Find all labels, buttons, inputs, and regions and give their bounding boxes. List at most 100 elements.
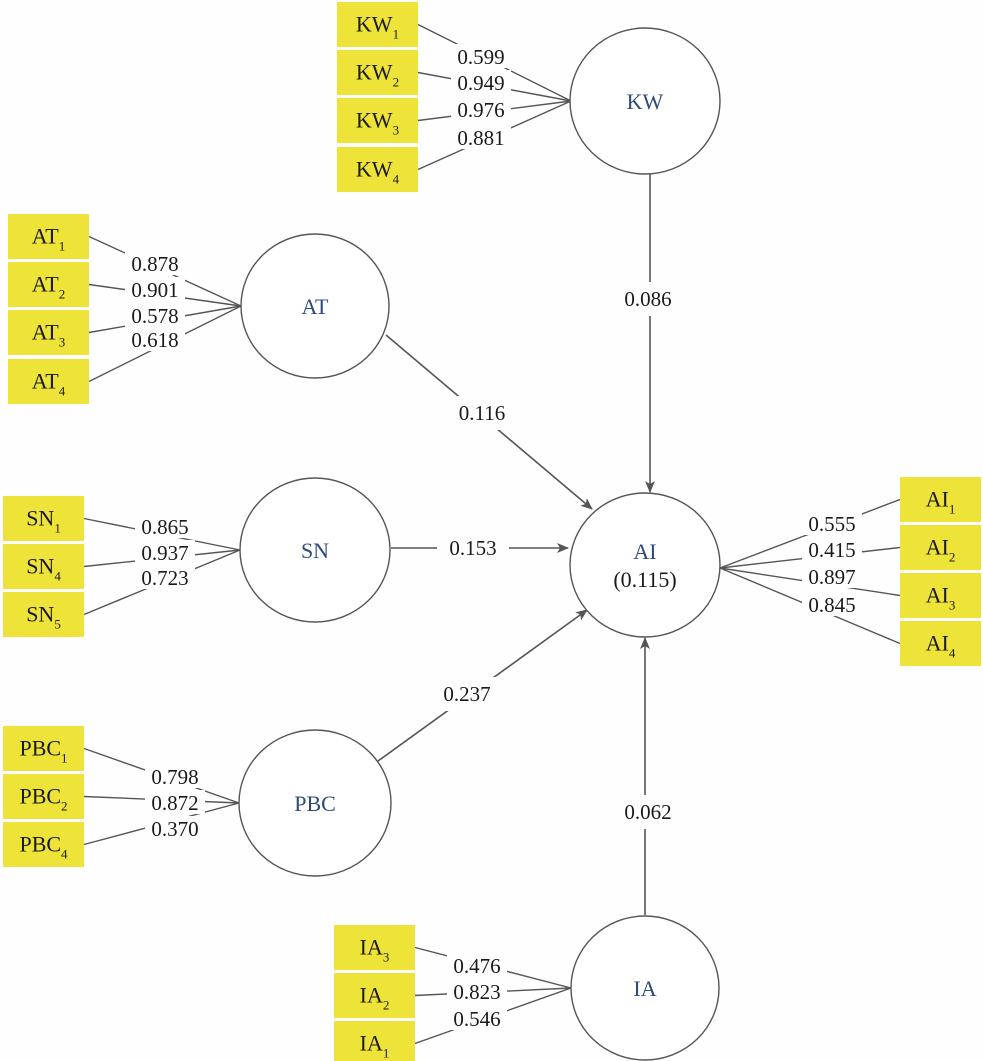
loading-label-bg bbox=[451, 44, 511, 68]
indicator-subscript: 1 bbox=[59, 239, 66, 254]
indicator-box-at4 bbox=[8, 359, 89, 404]
loading-label-bg bbox=[447, 953, 507, 977]
indicator-subscript: 5 bbox=[54, 617, 61, 632]
loading-value: 0.878 bbox=[131, 252, 178, 276]
nodes bbox=[3, 2, 981, 1061]
latent-variable-label: AI bbox=[633, 539, 656, 564]
indicator-subscript: 4 bbox=[61, 847, 68, 862]
indicator-label: PBC2 bbox=[19, 784, 67, 814]
indicator-name: AT bbox=[32, 320, 59, 345]
indicator-name: AI bbox=[926, 631, 949, 656]
indicator-name: AT bbox=[32, 224, 59, 249]
indicator-label: AI2 bbox=[926, 535, 956, 565]
indicator-box-at2 bbox=[8, 262, 89, 307]
loading-label-bg bbox=[125, 327, 185, 351]
indicator-box-ai3 bbox=[900, 573, 981, 618]
loading-value: 0.798 bbox=[151, 765, 198, 789]
indicator-subscript: 4 bbox=[59, 384, 66, 399]
loading-value: 0.881 bbox=[457, 126, 504, 150]
latent-variable-label: SN bbox=[301, 538, 329, 563]
indicator-subscript: 4 bbox=[949, 646, 956, 661]
indicator-label: AI3 bbox=[926, 583, 956, 613]
indicator-label: AT2 bbox=[32, 272, 65, 302]
indicator-label: IA3 bbox=[360, 935, 390, 965]
loading-value: 0.546 bbox=[453, 1007, 500, 1031]
indicator-label: SN5 bbox=[26, 602, 61, 632]
indicator-subscript: 3 bbox=[949, 598, 956, 613]
indicator-name: PBC bbox=[19, 784, 61, 809]
latent-variable-kw bbox=[569, 27, 721, 175]
indicator-subscript: 3 bbox=[59, 335, 66, 350]
loading-value: 0.823 bbox=[453, 980, 500, 1004]
path-coefficient-sn: 0.153 bbox=[449, 536, 496, 560]
indicator-subscript: 2 bbox=[59, 287, 66, 302]
indicator-box-at3 bbox=[8, 310, 89, 355]
loading-label-bg bbox=[135, 514, 195, 538]
indicator-box-kw2 bbox=[337, 50, 418, 95]
indicator-box-ia2 bbox=[334, 973, 415, 1018]
path-label-bg bbox=[612, 795, 684, 829]
indicator-name: KW bbox=[356, 108, 393, 133]
indicator-box-ai4 bbox=[900, 621, 981, 666]
loading-label-bg bbox=[125, 303, 185, 327]
indicator-name: AI bbox=[926, 535, 949, 560]
loading-label-bg bbox=[145, 790, 205, 814]
indicator-box-at1 bbox=[8, 214, 89, 259]
loading-label-bg bbox=[451, 70, 511, 94]
indicator-label: KW3 bbox=[356, 108, 399, 138]
latent-variable-ia bbox=[570, 915, 720, 1061]
path-coefficient-ia: 0.062 bbox=[624, 800, 671, 824]
label-backgrounds bbox=[125, 44, 862, 1030]
loading-value: 0.555 bbox=[808, 512, 855, 536]
indicator-name: KW bbox=[356, 12, 393, 37]
latent-variable-label: KW bbox=[627, 89, 664, 114]
indicator-name: PBC bbox=[19, 832, 61, 857]
indicator-label: AI1 bbox=[926, 487, 956, 517]
path-label-bg bbox=[446, 396, 518, 430]
latent-variable-label: IA bbox=[633, 976, 656, 1001]
indicator-name: AT bbox=[32, 272, 59, 297]
indicator-name: IA bbox=[360, 935, 383, 960]
path-label-bg bbox=[437, 531, 509, 565]
indicator-label: KW2 bbox=[356, 60, 399, 90]
indicator-box-kw4 bbox=[337, 147, 418, 192]
loading-label-bg bbox=[451, 97, 511, 121]
latent-variable-pbc bbox=[238, 729, 392, 877]
indicator-subscript: 2 bbox=[383, 998, 390, 1013]
indicator-name: AT bbox=[32, 369, 59, 394]
latent-variable-label: AT bbox=[302, 294, 329, 319]
loading-value: 0.872 bbox=[151, 791, 198, 815]
r-squared-value: (0.115) bbox=[613, 567, 676, 592]
indicator-box-pbc2 bbox=[3, 774, 84, 819]
indicator-box-pbc1 bbox=[3, 726, 84, 771]
indicator-box-kw3 bbox=[337, 98, 418, 143]
loading-label-bg bbox=[447, 1006, 507, 1030]
indicator-name: IA bbox=[360, 983, 383, 1008]
loading-label-bg bbox=[135, 565, 195, 589]
loading-value: 0.723 bbox=[141, 566, 188, 590]
indicator-label: IA2 bbox=[360, 983, 390, 1013]
indicator-subscript: 3 bbox=[383, 950, 390, 965]
indicator-name: PBC bbox=[19, 736, 61, 761]
loading-value: 0.901 bbox=[131, 278, 178, 302]
loading-value: 0.865 bbox=[141, 515, 188, 539]
indicator-subscript: 1 bbox=[383, 1046, 390, 1061]
loading-value: 0.949 bbox=[457, 71, 504, 95]
loading-label-bg bbox=[802, 592, 862, 616]
indicator-label: IA1 bbox=[360, 1031, 390, 1061]
indicator-label: KW1 bbox=[356, 12, 399, 42]
loading-label-bg bbox=[125, 251, 185, 275]
indicator-name: AI bbox=[926, 487, 949, 512]
indicator-name: SN bbox=[26, 554, 54, 579]
loading-value: 0.845 bbox=[808, 593, 855, 617]
indicator-label: SN4 bbox=[26, 554, 61, 584]
indicator-label: AT4 bbox=[32, 369, 66, 399]
path-coefficient-at: 0.116 bbox=[459, 401, 505, 425]
latent-variable-ai bbox=[569, 492, 721, 638]
indicator-label: AI4 bbox=[926, 631, 956, 661]
loading-value: 0.370 bbox=[151, 817, 198, 841]
loading-value: 0.937 bbox=[141, 541, 188, 565]
